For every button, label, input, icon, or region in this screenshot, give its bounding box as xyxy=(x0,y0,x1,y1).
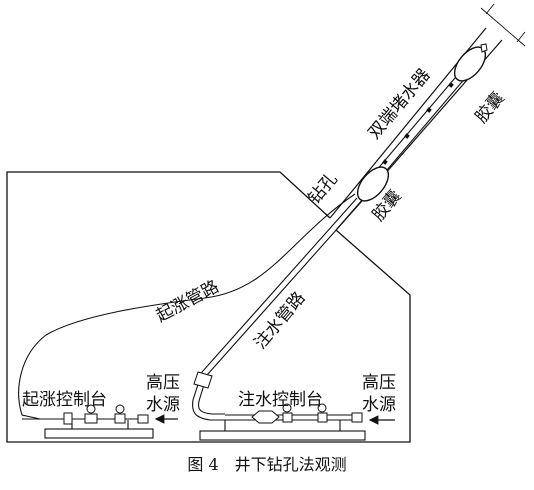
capsule-lower xyxy=(356,166,390,202)
water-console xyxy=(199,403,366,441)
label-hp-water-left-2: 水源 xyxy=(146,395,180,415)
dimension-line xyxy=(480,7,526,47)
label-inflation-line: 起涨管路 xyxy=(153,277,222,327)
label-hp-water-left-1: 高压 xyxy=(146,373,180,393)
label-inflation-console: 起涨控制台 xyxy=(22,390,107,410)
label-water-console: 注水控制台 xyxy=(238,390,323,410)
label-capsule-upper: 胶囊 xyxy=(472,88,509,127)
tunnel-outline xyxy=(6,171,411,443)
label-hp-water-right-2: 水源 xyxy=(362,395,396,415)
water-pipe xyxy=(192,197,358,421)
label-water-line: 注水管路 xyxy=(251,288,310,353)
figure-caption: 图 4 井下钻孔法观测 xyxy=(187,455,346,474)
water-pipe xyxy=(197,200,363,415)
dimension-tick xyxy=(485,3,495,15)
label-borehole: 钻孔 xyxy=(305,169,342,208)
packer-end-cap xyxy=(480,43,488,53)
inflation-console xyxy=(22,404,154,439)
water-pipe-fitting xyxy=(193,371,213,389)
dimension-tick xyxy=(516,31,526,43)
inflation-pipe xyxy=(18,193,356,420)
label-hp-water-right-1: 高压 xyxy=(362,373,396,393)
rod-joints xyxy=(382,82,454,165)
